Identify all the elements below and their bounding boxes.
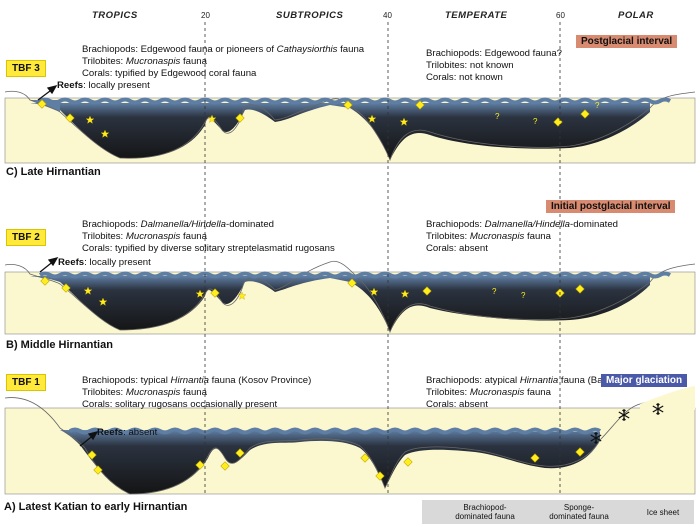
section-label-c: C) Late Hirnantian <box>6 166 101 178</box>
zone-polar: POLAR <box>618 10 654 21</box>
postglacial-interval-label: Postglacial interval <box>576 35 678 48</box>
panel-late-hirnantian: ? ? ? <box>4 90 696 164</box>
svg-text:?: ? <box>595 101 600 110</box>
panel-middle-hirnantian: ? ? <box>4 260 696 335</box>
svg-text:?: ? <box>533 117 538 126</box>
svg-text:?: ? <box>495 112 500 121</box>
zone-subtropics: SUBTROPICS <box>276 10 344 21</box>
latitude-lines <box>204 22 561 495</box>
legend-ice-label: Ice sheet <box>646 508 680 517</box>
section-label-b: B) Middle Hirnantian <box>6 339 113 351</box>
tbf1-reefs-note: Reefs: absent <box>97 427 158 438</box>
zone-tropics: TROPICS <box>92 10 138 21</box>
arrow-icon <box>37 84 99 447</box>
legend: Brachiopod-dominated fauna Sponge-domina… <box>422 500 694 524</box>
tbf3-reefs-note: Reefs: locally present <box>57 80 150 91</box>
degree-40: 40 <box>383 11 392 20</box>
initial-postglacial-interval-label: Initial postglacial interval <box>546 200 676 213</box>
svg-text:?: ? <box>521 291 526 300</box>
tbf1-tag: TBF 1 <box>6 374 46 391</box>
tbf2-tropical-text: Brachiopods: Dalmanella/Hindella-dominat… <box>82 219 335 254</box>
tbf2-reefs-note: Reefs: locally present <box>58 257 151 268</box>
degree-60: 60 <box>556 11 565 20</box>
svg-text:?: ? <box>492 287 497 296</box>
zone-temperate: TEMPERATE <box>445 10 508 21</box>
legend-sponge-label: Sponge-dominated fauna <box>549 503 609 521</box>
tbf2-tag: TBF 2 <box>6 229 46 246</box>
tbf2-temperate-text: Brachiopods: Dalmanella/Hindella-dominat… <box>426 219 618 254</box>
degree-20: 20 <box>201 11 210 20</box>
legend-brachiopod-label: Brachiopod-dominated fauna <box>455 503 515 521</box>
section-label-a: A) Latest Katian to early Hirnantian <box>4 501 188 513</box>
tbf3-tag: TBF 3 <box>6 60 46 77</box>
panel-latest-katian <box>4 386 696 495</box>
major-glaciation-label: Major glaciation <box>601 374 688 387</box>
tbf3-tropical-text: Brachiopods: Edgewood fauna or pioneers … <box>82 44 365 79</box>
tbf3-temperate-text: Brachiopods: Edgewood fauna? Trilobites:… <box>426 48 563 83</box>
tbf1-tropical-text: Brachiopods: typical Hirnantia fauna (Ko… <box>82 375 312 410</box>
